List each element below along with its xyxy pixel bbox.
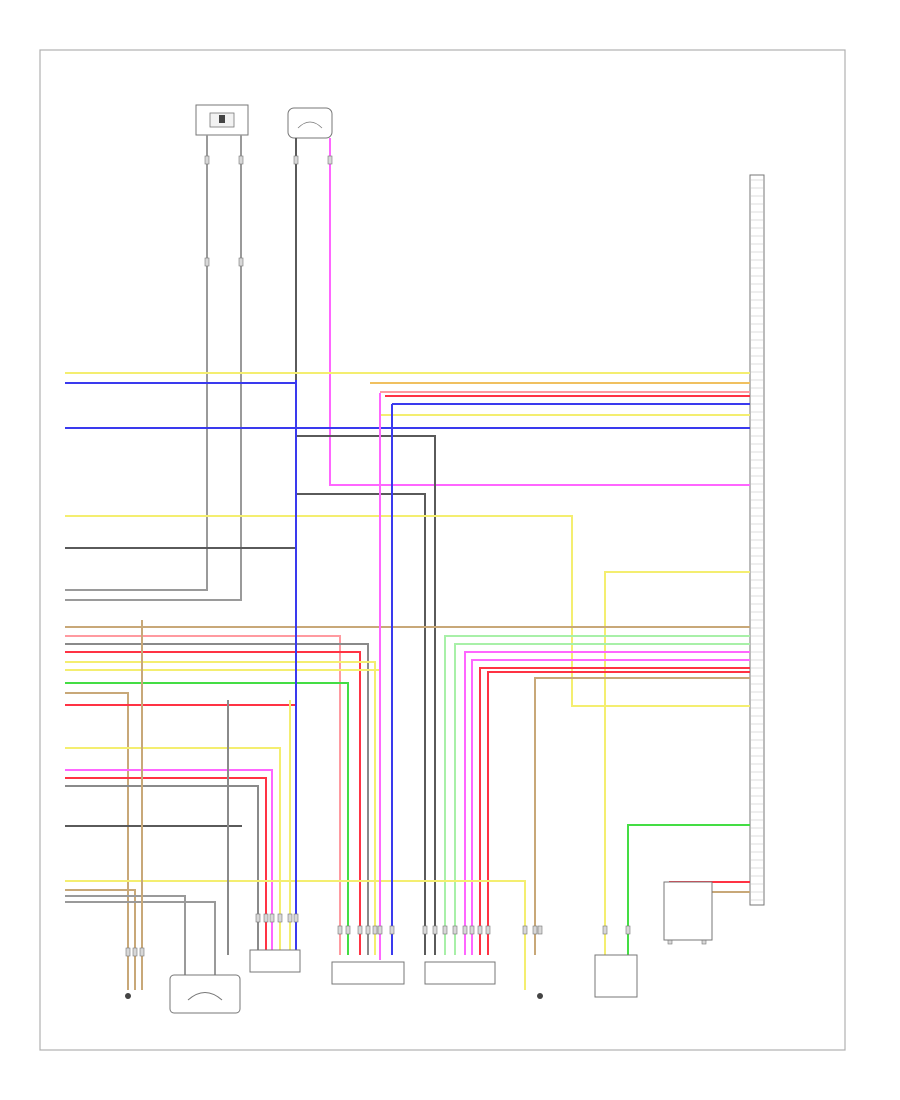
wire-h-yellow-3: [65, 515, 750, 707]
ecu-a-connector-pin: [269, 913, 275, 923]
sensor-module: [169, 974, 241, 1014]
wire-switch-a: [65, 135, 208, 591]
wire-l-gray-2: [65, 785, 259, 955]
ecu-connector-strip: [749, 174, 765, 906]
wire-h-gray-1: [296, 435, 436, 955]
wire-l-red-1: [65, 651, 361, 955]
wire-l-gray-4: [65, 895, 186, 975]
ecu-c-connector-pin: [462, 925, 468, 935]
diagram-frame: [39, 49, 846, 1051]
ecu-c-connector-pin: [442, 925, 448, 935]
speaker-icon: [297, 121, 323, 129]
ecu-b-connector-pin: [365, 925, 371, 935]
left-rear-door-switch: [195, 104, 249, 136]
fuse-block: [594, 954, 638, 998]
ecu-unit-a: [249, 949, 301, 973]
ground-left: [125, 993, 131, 999]
wire-h-lgreen-2: [454, 643, 750, 955]
ecu-c-connector-pin: [477, 925, 483, 935]
wire-l-red-3: [65, 777, 267, 955]
ecu-c-connector-pin: [469, 925, 475, 935]
ground-icon: [537, 993, 543, 999]
wire-speaker-b: [329, 138, 750, 486]
ecu-a-connector-pin: [263, 913, 269, 923]
wire-h-lgreen-1: [444, 635, 750, 955]
ecu-b-connector-pin: [345, 925, 351, 935]
ground-connector-pin: [532, 925, 538, 935]
ecu-c-connector-pin: [432, 925, 438, 935]
wire-layer: [65, 135, 750, 990]
ecu-unit-c: [424, 961, 496, 985]
wire-h-gray-2: [296, 493, 426, 955]
wire-l-lred-1: [65, 635, 341, 955]
wire-l-green-1: [65, 682, 349, 955]
wire-h-pink-1: [464, 651, 750, 955]
fuse-connector-pin: [602, 925, 608, 935]
wire-h-yellow-4: [604, 571, 750, 955]
wire-l-pink-1: [65, 769, 273, 955]
ecu-unit-b: [331, 961, 405, 985]
ecu-a-connector-pin: [277, 913, 283, 923]
switch-connector-pin: [204, 257, 210, 267]
fuse-connector-pin: [625, 925, 631, 935]
ground-connector-pin: [132, 947, 138, 957]
ecu-a-connector-pin: [293, 913, 299, 923]
relay-block: [663, 881, 713, 941]
wire-l-yellow-3: [65, 747, 281, 955]
sensor-icon: [187, 992, 223, 1001]
switch-icon: [219, 115, 225, 123]
ecu-c-connector-pin: [485, 925, 491, 935]
ecu-a-connector-pin: [287, 913, 293, 923]
ground-connector-pin: [125, 947, 131, 957]
ground-right: [537, 993, 543, 999]
ecu-b-connector-pin: [389, 925, 395, 935]
speaker-connector-pin: [327, 155, 333, 165]
ecu-b-connector-pin: [357, 925, 363, 935]
wire-l-gray-1: [65, 643, 369, 955]
wire-l-yellow-2: [65, 669, 381, 955]
wire-h-pink-2: [471, 659, 750, 955]
wire-l-gray-5: [65, 901, 216, 975]
ground-connector-pin: [522, 925, 528, 935]
wire-h-tan-2: [534, 677, 750, 955]
pin-layer: [125, 155, 707, 957]
ecu-a-connector-pin: [255, 913, 261, 923]
ecu-c-connector-pin: [452, 925, 458, 935]
ground-icon: [125, 993, 131, 999]
speaker-connector-pin: [293, 155, 299, 165]
wire-l-tan-2: [65, 889, 136, 990]
switch-connector-pin: [238, 155, 244, 165]
switch-connector-pin: [204, 155, 210, 165]
ecu-b-connector-pin: [337, 925, 343, 935]
wire-l-tan-1: [65, 692, 129, 990]
wire-h-red-2: [479, 667, 750, 955]
wire-l-yellow-1: [65, 661, 376, 955]
switch-connector-pin: [238, 257, 244, 267]
wire-l-yellow-4: [65, 880, 526, 990]
wire-h-green-1: [627, 824, 750, 955]
ecu-b-connector-pin: [377, 925, 383, 935]
wire-h-red-3: [487, 671, 750, 955]
left-rear-door-speaker: [287, 107, 333, 139]
wire-switch-b: [65, 135, 242, 601]
ground-connector-pin: [537, 925, 543, 935]
ecu-c-connector-pin: [422, 925, 428, 935]
ecu-b-connector-pin: [372, 925, 378, 935]
ground-connector-pin: [139, 947, 145, 957]
